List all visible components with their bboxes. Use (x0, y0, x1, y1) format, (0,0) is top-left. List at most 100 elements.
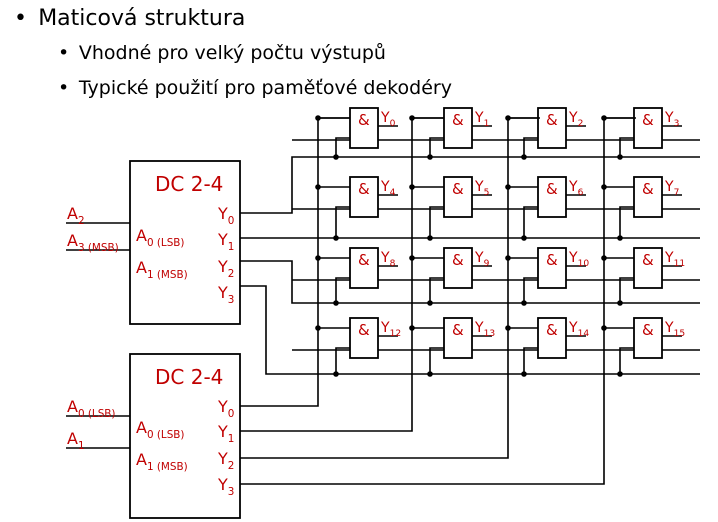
gate-symbol: & (358, 251, 370, 269)
bullet-sub-2-text: Typické použití pro paměťové dekodéry (78, 77, 452, 99)
gate-input-wire (619, 206, 634, 238)
gate-input-wire (523, 277, 538, 303)
junction-dot (617, 300, 623, 306)
gate-symbol: & (642, 321, 654, 339)
gate-output-label: Y4 (380, 179, 396, 198)
gate-symbol: & (546, 321, 558, 339)
junction-dot (601, 255, 607, 261)
gate-output-label: Y7 (664, 179, 680, 198)
junction-dot (315, 325, 321, 331)
junction-dot (333, 300, 339, 306)
decoder-output-label: Y1 (217, 422, 234, 445)
gate-input-wire (619, 137, 634, 157)
decoder-output-label: Y0 (217, 204, 234, 227)
and-gate (349, 317, 379, 359)
gate-input-wire (619, 347, 634, 374)
junction-dot (427, 235, 433, 241)
gate-symbol: & (546, 251, 558, 269)
gate-symbol: & (452, 321, 464, 339)
bullet-sub-1-text: Vhodné pro velký počtu výstupů (78, 42, 386, 64)
gate-symbol: & (358, 321, 370, 339)
and-gate (349, 107, 379, 149)
junction-dot (427, 154, 433, 160)
external-input-label: A3 (MSB) (67, 231, 119, 254)
decoder1-y0-wire (240, 156, 700, 214)
gate-input-wire (523, 137, 538, 157)
gate-input-wire (335, 347, 350, 374)
and-gate (633, 176, 663, 218)
gate-output-label: Y13 (474, 320, 495, 339)
junction-dot (333, 371, 339, 377)
junction-dot (333, 235, 339, 241)
decoder-output-label: Y2 (217, 257, 234, 280)
and-gate (537, 247, 567, 289)
gate-input-wire (429, 347, 444, 374)
gate-input-wire (619, 277, 634, 303)
gate-symbol: & (358, 180, 370, 198)
junction-dot (409, 255, 415, 261)
junction-dot (505, 255, 511, 261)
gate-input-wire (335, 206, 350, 238)
gate-symbol: & (452, 251, 464, 269)
decoder-output-label: Y3 (217, 475, 234, 498)
gate-symbol: & (642, 111, 654, 129)
decoder-block (129, 160, 241, 325)
decoder2-y1-wire (240, 340, 413, 432)
gate-symbol: & (452, 111, 464, 129)
decoder-output-label: Y2 (217, 449, 234, 472)
junction-dot (617, 371, 623, 377)
and-gate (633, 107, 663, 149)
gate-input-wire (429, 206, 444, 238)
decoder2-y3-wire (240, 340, 605, 485)
gate-output-label: Y2 (568, 110, 583, 129)
external-input-label: A0 (LSB) (67, 397, 116, 420)
junction-dot (617, 154, 623, 160)
and-gate (349, 247, 379, 289)
bullet-main-text: Maticová struktura (38, 6, 246, 31)
bullet-sub-1: • Vhodné pro velký počtu výstupů (58, 42, 386, 64)
and-gate (443, 247, 473, 289)
and-gate (633, 317, 663, 359)
gate-symbol: & (642, 180, 654, 198)
junction-dot (521, 371, 527, 377)
gate-symbol: & (358, 111, 370, 129)
junction-dot (409, 325, 415, 331)
junction-dot (601, 184, 607, 190)
decoder1-y2-wire (240, 260, 700, 304)
decoder-output-label: Y0 (217, 397, 234, 420)
external-input-label: A1 (67, 429, 85, 452)
junction-dot (315, 255, 321, 261)
gate-output-label: Y14 (568, 320, 589, 339)
gate-output-label: Y15 (664, 320, 685, 339)
decoder2-y2-wire (240, 340, 509, 459)
junction-dot (521, 154, 527, 160)
junction-dot (505, 184, 511, 190)
gate-input-wire (429, 137, 444, 157)
junction-dot (427, 300, 433, 306)
and-gate (633, 247, 663, 289)
bullet-sub-2: •Typické použití pro paměťové dekodéry (58, 77, 452, 99)
gate-output-label: Y11 (664, 250, 685, 269)
gate-output-label: Y5 (474, 179, 489, 198)
bullet-dot-icon: • (14, 6, 27, 31)
and-gate (537, 107, 567, 149)
junction-dot (617, 235, 623, 241)
decoder-block (129, 353, 241, 519)
and-gate (443, 317, 473, 359)
gate-output-label: Y6 (568, 179, 584, 198)
gate-output-label: Y8 (380, 250, 396, 269)
gate-input-wire (335, 137, 350, 157)
decoder1-y3-wire (240, 285, 700, 375)
gate-output-label: Y0 (380, 110, 396, 129)
junction-dot (601, 325, 607, 331)
and-gate (443, 176, 473, 218)
gate-output-label: Y1 (474, 110, 489, 129)
gate-symbol: & (452, 180, 464, 198)
gate-output-label: Y10 (568, 250, 589, 269)
bullet-dot-icon: • (58, 42, 70, 64)
decoder-input-label: A1 (MSB) (136, 450, 188, 473)
gate-output-label: Y12 (380, 320, 401, 339)
decoder-input-label: A0 (LSB) (136, 226, 185, 249)
decoder-input-label: A0 (LSB) (136, 418, 185, 441)
